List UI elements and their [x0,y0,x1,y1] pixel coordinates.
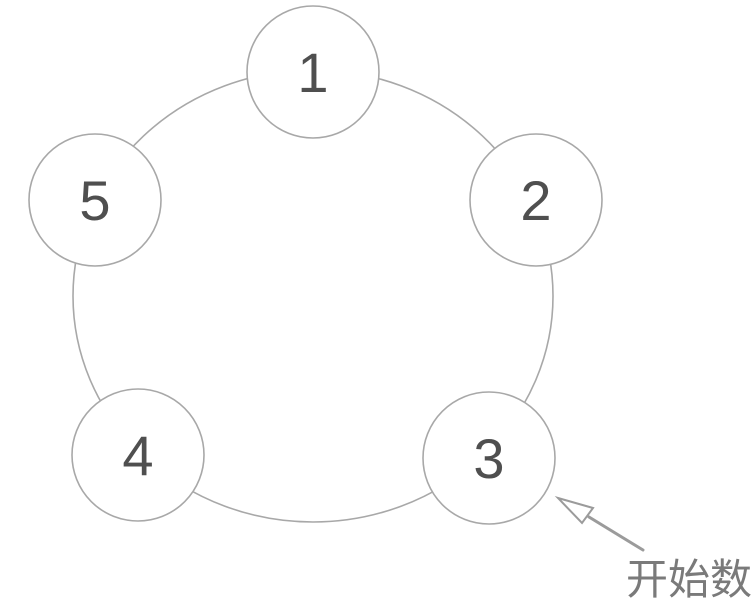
node-label-3: 3 [473,427,504,490]
node-label-2: 2 [520,169,551,232]
node-4: 4 [71,388,205,522]
node-label-5-circle [28,133,162,267]
node-circle-2 [469,133,603,267]
node-2: 2 [469,133,603,267]
start-annotation: 开始数 [554,496,751,603]
node-label-1: 1 [297,41,328,104]
arrow-head-icon [554,496,595,525]
node-circle-4 [71,388,205,522]
node-5: 5 [28,133,162,267]
node-3: 3 [422,391,556,525]
node-circle-3 [422,391,556,525]
arrow-shaft [587,515,645,552]
node-label-5: 5 [79,169,110,232]
node-1: 1 [246,5,380,139]
node-circle-1 [246,5,380,139]
node-label-4: 4 [122,424,153,487]
annotation-label: 开始数 [626,555,751,603]
